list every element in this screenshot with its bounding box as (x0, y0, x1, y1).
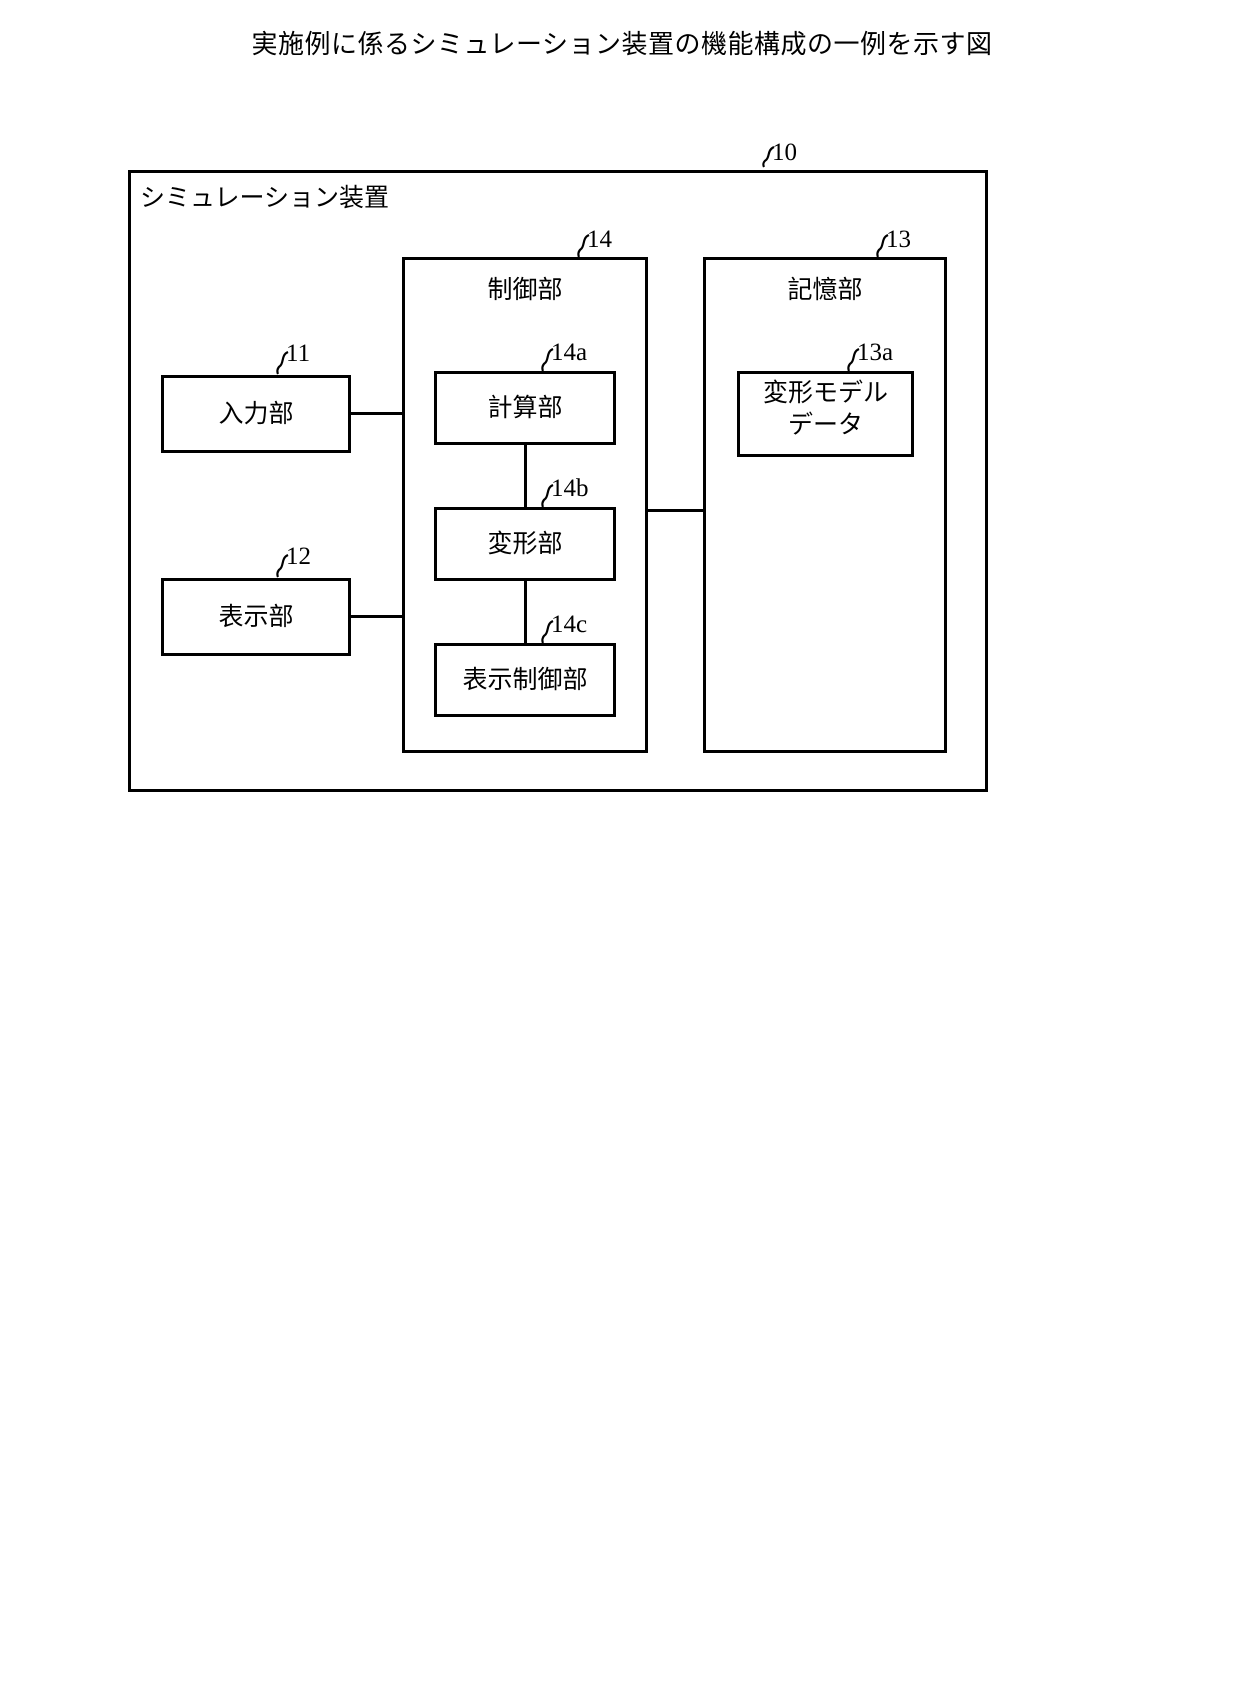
display-unit-box (161, 578, 351, 656)
connector-display-to-control (351, 615, 405, 618)
ref-label-12: 12 (286, 543, 311, 570)
display-control-unit-label: 表示制御部 (462, 666, 588, 694)
ref-hook-13a-icon (846, 348, 862, 372)
ref-label-14a: 14a (551, 339, 588, 366)
deformation-model-data-label-line1: 変形モデル (762, 379, 888, 407)
calculation-unit-box (434, 371, 616, 445)
ref-label-14b: 14b (551, 475, 589, 502)
ref-hook-11-icon (275, 351, 291, 375)
connector-input-to-control (351, 412, 405, 415)
deformation-model-data-box (737, 371, 914, 457)
page-title: 実施例に係るシミュレーション装置の機能構成の一例を示す図 (251, 29, 993, 59)
ref-label-10: 10 (772, 139, 797, 166)
ref-label-13: 13 (886, 226, 911, 253)
control-unit-label: 制御部 (487, 276, 563, 304)
simulation-device-label: シミュレーション装置 (140, 184, 390, 212)
deformation-unit-label: 変形部 (487, 530, 563, 558)
connector-control-to-storage (645, 509, 705, 512)
ref-hook-14b-icon (540, 484, 556, 508)
connector-deform-to-displaycontrol (524, 581, 527, 645)
storage-unit-box (703, 257, 947, 753)
deformation-model-data-label-line2: データ (787, 411, 863, 439)
input-unit-label: 入力部 (218, 400, 294, 428)
ref-hook-12-icon (275, 554, 291, 578)
ref-hook-14c-icon (540, 620, 556, 644)
ref-label-11: 11 (286, 340, 311, 367)
display-unit-label: 表示部 (218, 603, 294, 631)
ref-hook-14a-icon (540, 348, 556, 372)
ref-hook-13-icon (875, 234, 891, 258)
ref-label-14: 14 (587, 226, 612, 253)
calculation-unit-label: 計算部 (487, 394, 563, 422)
deformation-unit-box (434, 507, 616, 581)
storage-unit-label: 記憶部 (787, 276, 863, 304)
ref-label-14c: 14c (551, 611, 588, 638)
ref-hook-10-icon (761, 146, 777, 168)
input-unit-box (161, 375, 351, 453)
ref-hook-14-icon (576, 234, 592, 258)
ref-label-13a: 13a (857, 339, 894, 366)
connector-calc-to-deform (524, 445, 527, 509)
display-control-unit-box (434, 643, 616, 717)
